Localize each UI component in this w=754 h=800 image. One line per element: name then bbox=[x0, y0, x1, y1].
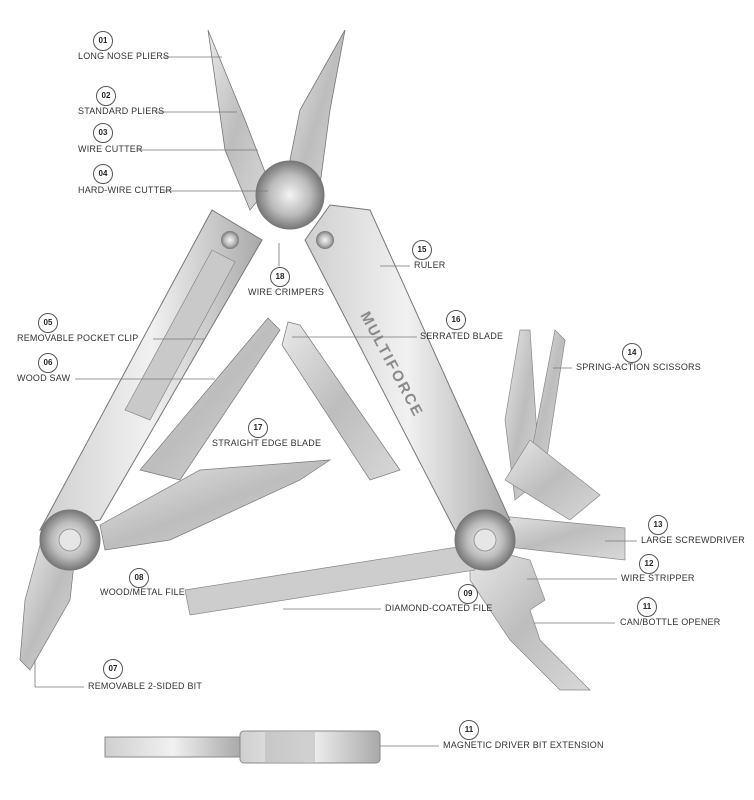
callout-label: LARGE SCREWDRIVER bbox=[641, 535, 745, 545]
callout-number: 11 bbox=[459, 720, 479, 740]
callout-label: WIRE STRIPPER bbox=[621, 573, 695, 583]
callout-label: SERRATED BLADE bbox=[420, 331, 504, 341]
callout-number: 13 bbox=[648, 515, 668, 535]
callout-label: REMOVABLE POCKET CLIP bbox=[17, 333, 139, 343]
leader-lines bbox=[34, 56, 637, 747]
callout-number: 01 bbox=[93, 31, 113, 51]
callout-number: 06 bbox=[38, 353, 58, 373]
callout-number: 03 bbox=[93, 123, 113, 143]
callout-label: WIRE CUTTER bbox=[78, 144, 143, 154]
callout-label: SPRING-ACTION SCISSORS bbox=[576, 362, 701, 372]
callout-number: 07 bbox=[103, 659, 123, 679]
handle-rivet bbox=[316, 231, 334, 249]
scissors bbox=[504, 329, 601, 521]
serrated-blade bbox=[281, 321, 401, 481]
callout-label: STRAIGHT EDGE BLADE bbox=[212, 438, 322, 448]
right-handle bbox=[304, 204, 511, 541]
callout-label: MAGNETIC DRIVER BIT EXTENSION bbox=[443, 740, 604, 750]
callout-number: 11 bbox=[637, 597, 657, 617]
bit-extension bbox=[104, 730, 381, 764]
callout-number: 18 bbox=[270, 267, 290, 287]
callout-label: LONG NOSE PLIERS bbox=[78, 51, 170, 61]
callout-label: CAN/BOTTLE OPENER bbox=[620, 617, 721, 627]
can-bottle-opener bbox=[469, 544, 591, 691]
callout-number: 14 bbox=[622, 343, 642, 363]
pocket-clip bbox=[124, 249, 236, 421]
callout-number: 12 bbox=[639, 554, 659, 574]
callout-number: 04 bbox=[93, 164, 113, 184]
callout-number: 08 bbox=[129, 568, 149, 588]
callout-number: 17 bbox=[248, 418, 268, 438]
handle-rivet bbox=[221, 231, 239, 249]
straight-edge-blade bbox=[99, 459, 332, 551]
callout-label: RULER bbox=[414, 260, 446, 270]
plier-pivot bbox=[255, 160, 325, 230]
callout-number: 05 bbox=[38, 313, 58, 333]
callout-label: WIRE CRIMPERS bbox=[248, 287, 325, 297]
callout-number: 15 bbox=[412, 240, 432, 260]
callout-number: 02 bbox=[96, 86, 116, 106]
wood-saw bbox=[139, 317, 281, 481]
wood-metal-file bbox=[184, 544, 476, 616]
callout-number: 09 bbox=[458, 584, 478, 604]
callout-label: REMOVABLE 2-SIDED BIT bbox=[88, 681, 203, 691]
callout-label: HARD-WIRE CUTTER bbox=[78, 185, 173, 195]
callout-label: DIAMOND-COATED FILE bbox=[385, 603, 493, 613]
callout-label: STANDARD PLIERS bbox=[78, 106, 165, 116]
callout-number: 16 bbox=[446, 310, 466, 330]
callout-label: WOOD SAW bbox=[17, 373, 71, 383]
callout-label: WOOD/METAL FILE bbox=[100, 587, 186, 597]
